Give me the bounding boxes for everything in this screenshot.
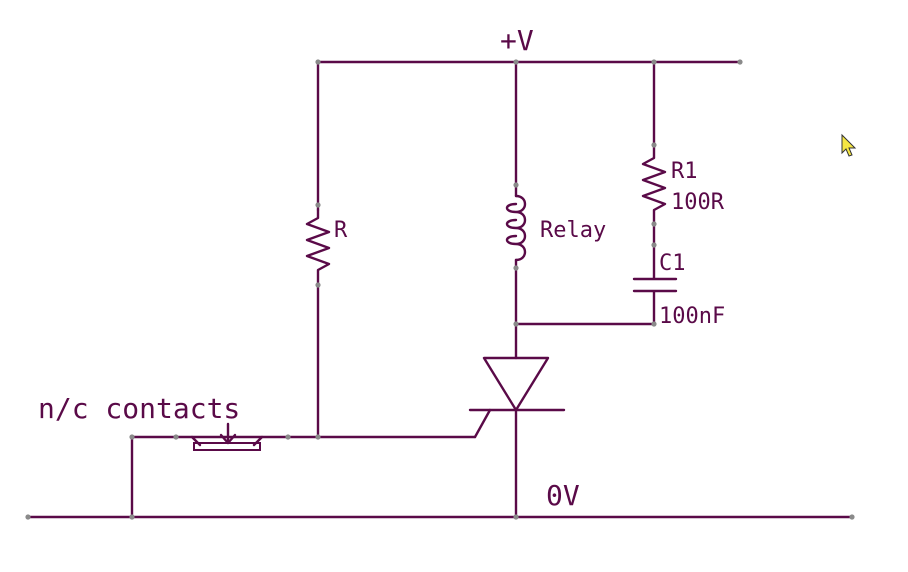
c1-name-label: C1 — [659, 251, 686, 276]
resistor-r1 — [641, 143, 667, 247]
supply-label: +V — [500, 24, 534, 57]
capacitor-c1 — [632, 243, 678, 326]
mouse-cursor-icon — [841, 133, 857, 157]
contacts-label: n/c contacts — [38, 392, 240, 425]
r1-value-label: 100R — [671, 190, 725, 215]
c1-value-label: 100nF — [659, 304, 725, 329]
nc-contacts-switch — [190, 422, 264, 451]
junction-dots — [25, 59, 855, 520]
resistor-r — [305, 60, 331, 439]
relay-label: Relay — [540, 218, 606, 243]
scr-thyristor — [468, 356, 566, 519]
resistor-r-label: R — [334, 218, 348, 243]
ground-label: 0V — [546, 479, 580, 512]
relay-coil — [505, 183, 527, 270]
gate-lead — [473, 408, 492, 439]
r1-name-label: R1 — [671, 159, 698, 184]
